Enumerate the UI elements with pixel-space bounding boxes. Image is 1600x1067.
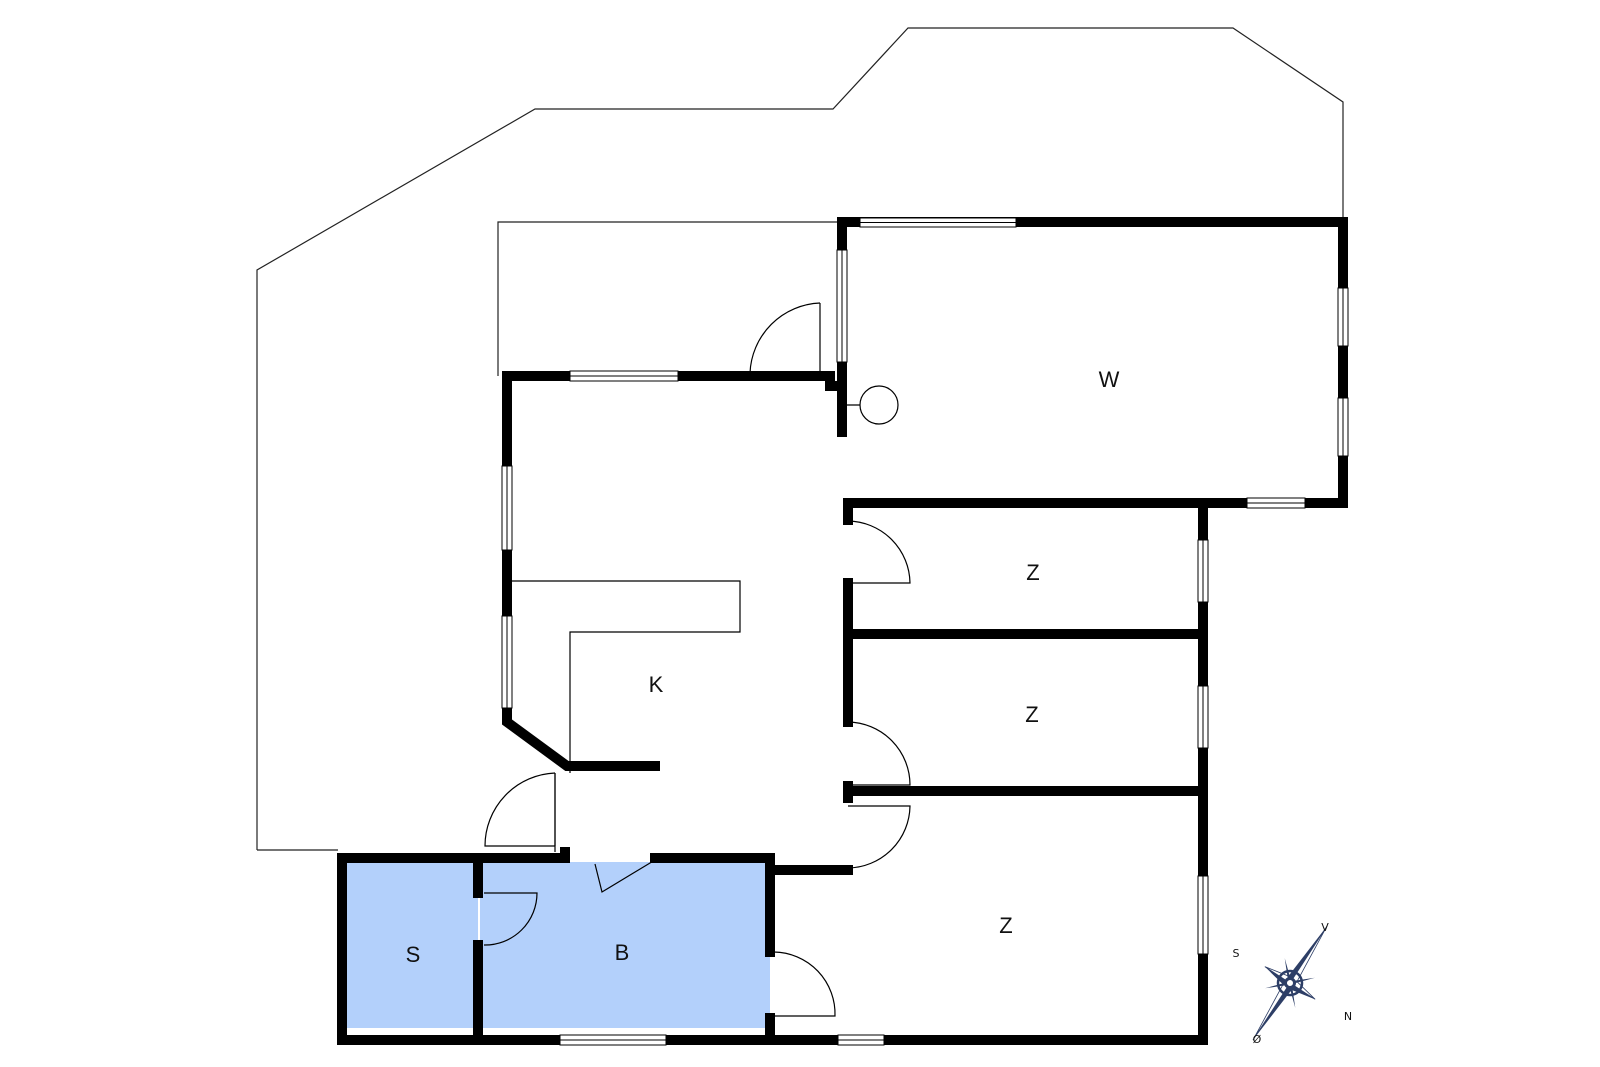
compass-labels: V S N Ø: [1233, 921, 1353, 1046]
terrace-outline: [256, 27, 1344, 851]
walls: [337, 217, 1348, 1045]
compass-icon: [1252, 925, 1328, 1041]
window: [569, 370, 679, 382]
bedroom-door: [847, 721, 911, 786]
room-label-w: W: [1099, 367, 1120, 392]
bedroom-door: [847, 520, 911, 584]
fixtures: [512, 372, 899, 852]
wet-rooms: [342, 862, 770, 1028]
storage-floor: [342, 862, 478, 1028]
window: [559, 1034, 667, 1046]
doors: [483, 302, 911, 1017]
window: [501, 615, 513, 709]
room-labels: W K Z Z Z B S: [406, 367, 1120, 967]
room-label-z2: Z: [1025, 702, 1038, 727]
stove-icon: [859, 385, 899, 425]
entrance-door: [749, 302, 821, 376]
window: [1197, 875, 1209, 955]
room-label-z1: Z: [1026, 560, 1039, 585]
window: [501, 465, 513, 551]
window: [836, 249, 848, 363]
room-label-k: K: [649, 672, 664, 697]
room-label-s: S: [406, 942, 421, 967]
compass-label-south: S: [1233, 947, 1240, 960]
bathroom-door: [594, 859, 656, 893]
compass-label-north: N: [1344, 1010, 1352, 1023]
window: [837, 1034, 885, 1046]
room-label-z3: Z: [999, 913, 1012, 938]
window: [1197, 539, 1209, 603]
window: [1337, 287, 1349, 347]
window: [1337, 397, 1349, 457]
bedroom-door: [847, 805, 911, 869]
compass-rose: [1252, 925, 1328, 1041]
storage-door: [483, 892, 538, 946]
window: [859, 217, 1017, 228]
windows: [501, 217, 1349, 1046]
bathroom-floor: [480, 862, 770, 1028]
kitchen-counter: [512, 580, 741, 773]
room-label-b: B: [615, 940, 630, 965]
side-door: [484, 772, 556, 847]
compass-label-west: V: [1321, 921, 1329, 934]
compass-label-east: Ø: [1253, 1033, 1262, 1046]
window: [1246, 497, 1306, 509]
window: [1197, 685, 1209, 749]
bathroom-door: [773, 951, 836, 1017]
